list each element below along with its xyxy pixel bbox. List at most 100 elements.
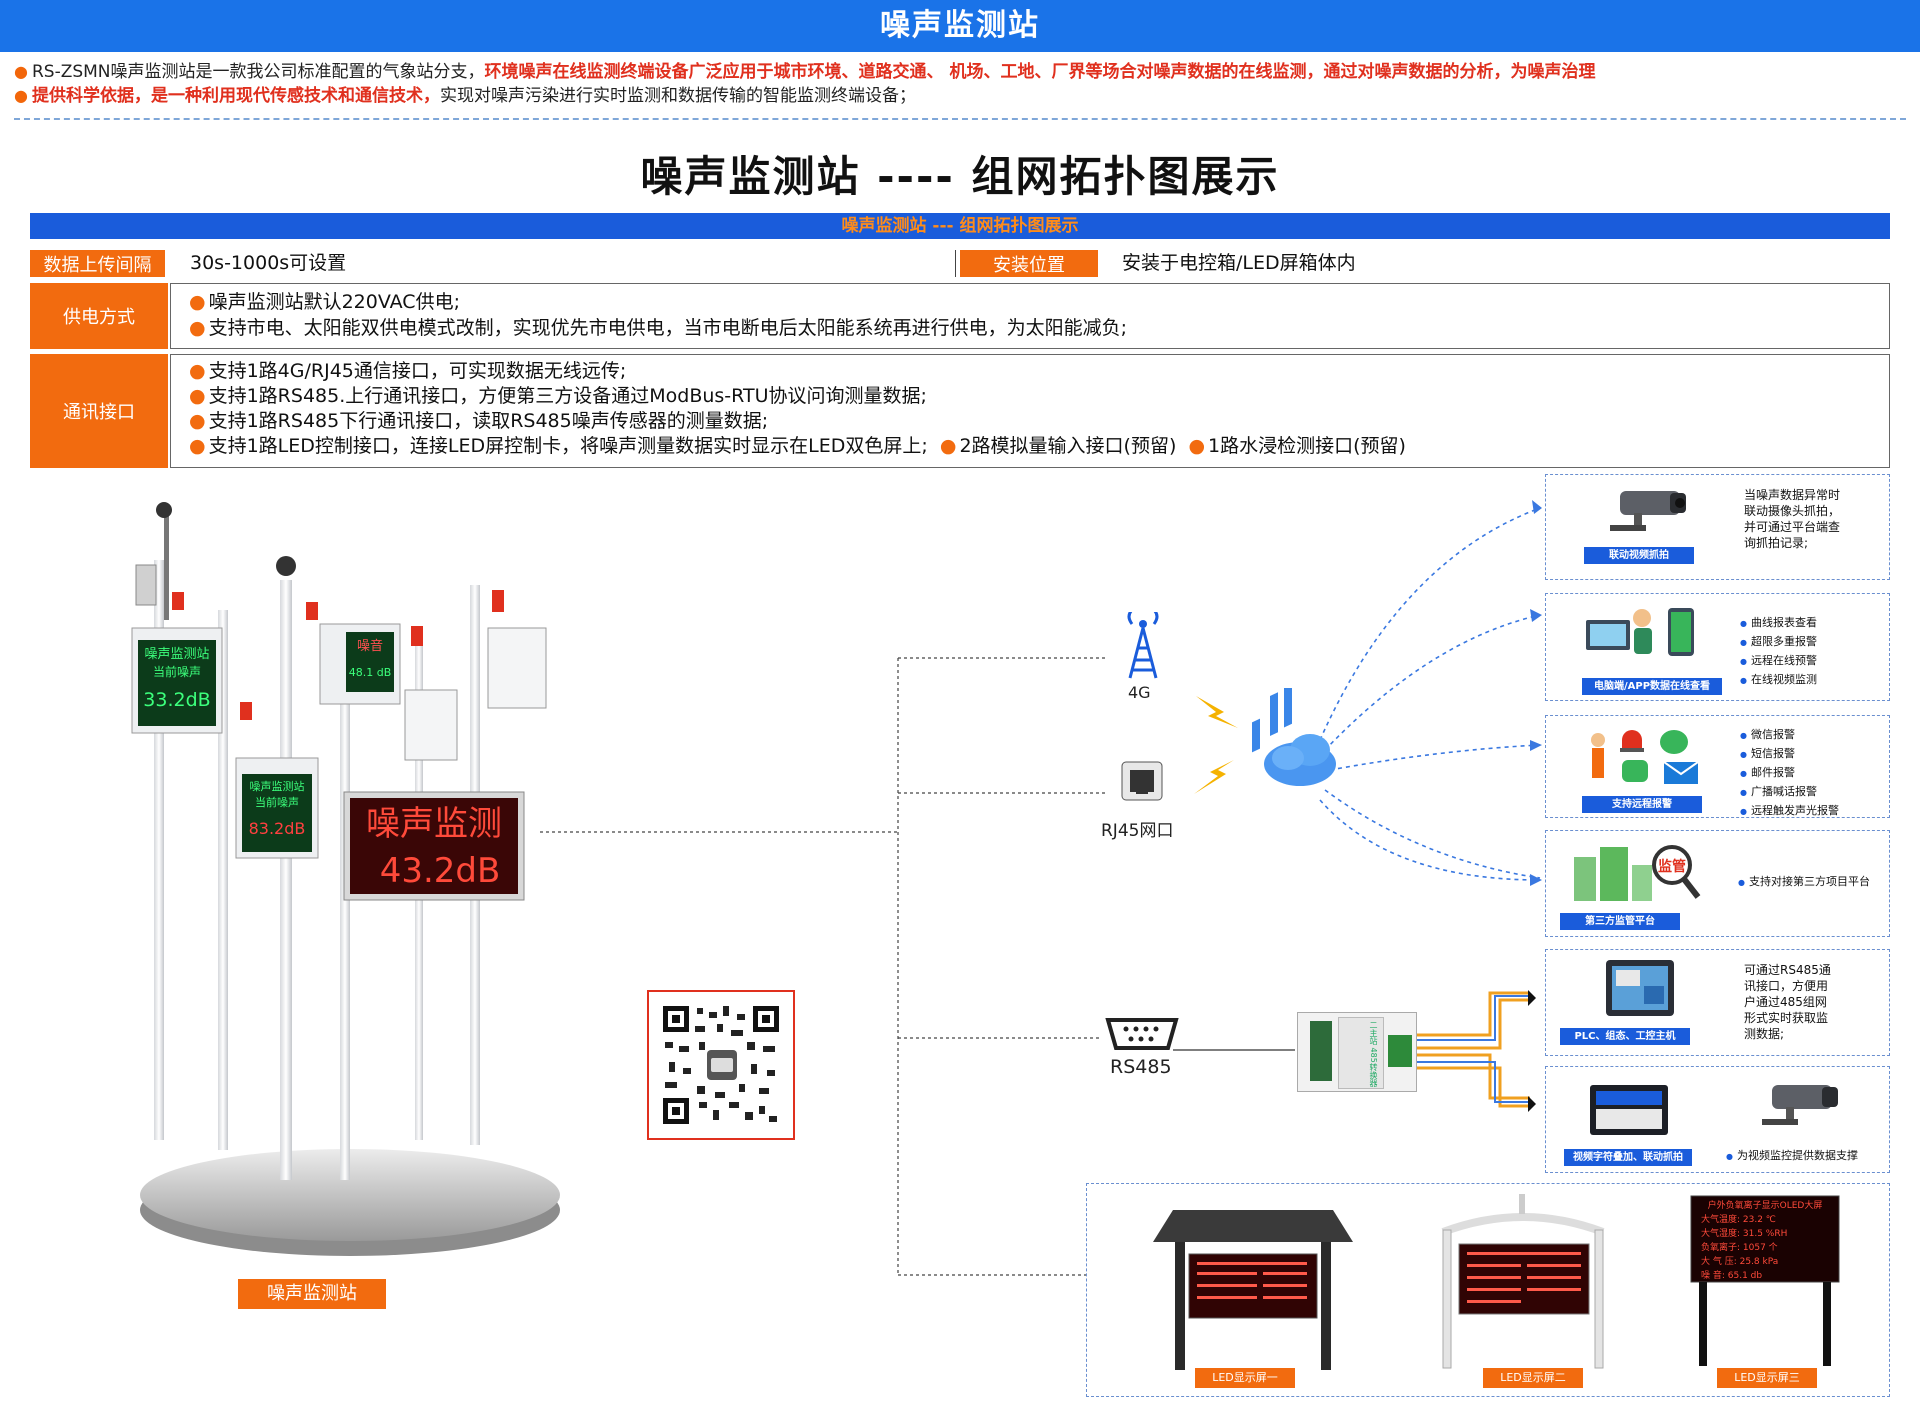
- card-list: 微信报警短信报警邮件报警广播喊话报警远程触发声光报警: [1740, 726, 1839, 821]
- rj45-port-icon: [1121, 761, 1163, 801]
- card-remote-alarm: 支持远程报警 微信报警短信报警邮件报警广播喊话报警远程触发声光报警: [1545, 715, 1890, 818]
- qr-code-icon: [659, 1002, 783, 1128]
- platform: [140, 1149, 560, 1241]
- converter-terminal: [1388, 1035, 1412, 1067]
- install-location-label: 安装位置: [960, 250, 1098, 277]
- intro-highlight: 环境噪声在线监测终端设备广泛应用于城市环境、道路交通、 机场、工地、厂界等场合对…: [484, 62, 1596, 82]
- screen3-line1: 噪音: [357, 638, 383, 654]
- section-bar-title: 噪声监测站 --- 组网拓扑图展示: [841, 216, 1079, 236]
- pole: [340, 650, 350, 1180]
- converter-label: 二主站 485转换器: [1369, 1021, 1378, 1087]
- comm-line-2: ●支持1路RS485.上行通讯接口，方便第三方设备通过ModBus-RTU协议问…: [189, 385, 927, 407]
- card-third-party: 监管 第三方监管平台 支持对接第三方项目平台: [1545, 830, 1890, 937]
- screen1-line2: 当前噪声: [153, 664, 201, 679]
- sensor-cap: [156, 502, 172, 518]
- antenna: [164, 510, 169, 620]
- intro-line-2: ●提供科学依据，是一种利用现代传感技术和通信技术，实现对噪声污染进行实时监测和数…: [14, 84, 1914, 108]
- comm-line-3: ●支持1路RS485下行通讯接口，读取RS485噪声传感器的测量数据;: [189, 410, 769, 432]
- rj45-label: RJ45网口: [1101, 821, 1174, 841]
- page-header: 噪声监测站: [0, 0, 1920, 52]
- screen3-value: 48.1 dB: [349, 666, 392, 679]
- bullet-icon: ●: [189, 435, 206, 457]
- station-caption: 噪声监测站: [238, 1279, 386, 1309]
- card-plc: PLC、组态、工控主机 可通过RS485通讯接口，方便用户通过485组网形式实时…: [1545, 949, 1890, 1056]
- badge-text: 监管: [1658, 858, 1686, 875]
- 4g-tower-icon: [1127, 612, 1159, 679]
- screen1-value: 33.2dB: [143, 689, 210, 711]
- industrial-pc-icon: [1606, 960, 1674, 1016]
- upload-interval-value: 30s-1000s可设置: [190, 252, 347, 274]
- power-line-1: ●噪声监测站默认220VAC供电;: [189, 291, 460, 313]
- intro-line-1: ●RS-ZSMN噪声监测站是一款我公司标准配置的气象站分支，环境噪声在线监测终端…: [14, 60, 1914, 84]
- qr-code-frame: [647, 990, 795, 1140]
- led-display-two-icon: [1441, 1194, 1605, 1369]
- led3-row: 大气湿度: 31.5 %RH: [1701, 1227, 1787, 1239]
- led3-row: 负氧离子: 1057 个: [1701, 1241, 1778, 1253]
- supervision-platform-icon: 监管: [1574, 845, 1701, 901]
- card-online-view: 电脑端/APP数据在线查看 曲线报表查看超限多重报警远程在线预警在线视频监测: [1545, 593, 1890, 701]
- rs485-label: RS485: [1110, 1056, 1172, 1078]
- overlay-device-icon: [1590, 1085, 1668, 1135]
- led3-row: 大气温度: 23.2 ℃: [1701, 1213, 1776, 1225]
- led3-row: 噪 音: 65.1 db: [1701, 1269, 1762, 1281]
- cloud-icon: [1252, 688, 1336, 786]
- comm-box: ●支持1路4G/RJ45通信接口，可实现数据无线远传; ●支持1路RS485.上…: [170, 354, 1890, 468]
- bullet-icon: ●: [14, 86, 28, 105]
- card-list: 为视频监控提供数据支撑: [1726, 1147, 1858, 1166]
- card-video-capture: 联动视频抓拍 当噪声数据异常时联动摄像头抓拍，并可通过平台端查询抓拍记录;: [1545, 474, 1890, 580]
- alarm-light: [240, 702, 252, 720]
- card-caption: 支持远程报警: [1582, 796, 1702, 813]
- 4g-label: 4G: [1128, 683, 1151, 702]
- display-screen: [242, 774, 312, 852]
- card-text: 当噪声数据异常时联动摄像头抓拍，并可通过平台端查询抓拍记录;: [1744, 488, 1841, 550]
- converter-port: [1310, 1021, 1332, 1081]
- led3-title: 户外负氧离子显示OLED大屏: [1708, 1199, 1823, 1211]
- rs485-converter: 二主站 485转换器: [1297, 1012, 1417, 1092]
- main-title: 噪声监测站 ---- 组网拓扑图展示: [640, 152, 1280, 201]
- user-devices-icon: [1586, 608, 1694, 656]
- led-display-three-icon: 户外负氧离子显示OLED大屏 大气温度: 23.2 ℃ 大气湿度: 31.5 %…: [1690, 1195, 1840, 1366]
- card-text: 可通过RS485通讯接口，方便用户通过485组网形式实时获取监测数据;: [1744, 963, 1831, 1041]
- bullet-icon: ●: [189, 360, 206, 382]
- power-line-2: ●支持市电、太阳能双供电模式改制，实现优先市电供电，当市电断电后太阳能系统再进行…: [189, 317, 1127, 339]
- pole: [154, 560, 164, 1140]
- led-caption: LED显示屏一: [1195, 1368, 1295, 1388]
- intro-highlight: 提供科学依据，是一种利用现代传感技术和通信技术，: [31, 86, 440, 106]
- bullet-icon: ●: [1188, 435, 1206, 457]
- comm-label: 通讯接口: [30, 354, 168, 468]
- intro-text: RS-ZSMN噪声监测站是一款我公司标准配置的气象站分支，: [31, 62, 485, 82]
- card-video-overlay: 视频字符叠加、联动抓拍 为视频监控提供数据支撑: [1545, 1066, 1890, 1173]
- display-screen: [138, 640, 216, 726]
- alarm-light: [306, 602, 318, 620]
- section-bar: 噪声监测站 --- 组网拓扑图展示: [30, 213, 1890, 239]
- camera-icon: [1610, 491, 1686, 531]
- led3-row: 大 气 压: 25.8 kPa: [1701, 1255, 1778, 1267]
- screen2-line1: 噪声监测站: [250, 779, 305, 793]
- comm-line-1: ●支持1路4G/RJ45通信接口，可实现数据无线远传;: [189, 360, 627, 382]
- bullet-icon: ●: [14, 62, 28, 81]
- power-label: 供电方式: [30, 283, 168, 349]
- pole: [218, 610, 228, 1150]
- noise-station-illustration: 噪声监测站 当前噪声 33.2dB 噪声监测站 当前噪声 83.2dB 噪音 4…: [131, 502, 560, 1256]
- display-screen: [346, 632, 394, 692]
- screen2-value: 83.2dB: [249, 819, 306, 838]
- intro-text: 实现对噪声污染进行实时监测和数据传输的智能监测终端设备；: [439, 86, 916, 106]
- card-caption: 联动视频抓拍: [1584, 547, 1694, 564]
- install-location-value: 安装于电控箱/LED屏箱体内: [1122, 252, 1356, 274]
- card-list: 支持对接第三方项目平台: [1738, 873, 1870, 892]
- bullet-icon: ●: [189, 410, 206, 432]
- card-caption: 视频字符叠加、联动抓拍: [1564, 1149, 1692, 1166]
- power-box: ●噪声监测站默认220VAC供电; ●支持市电、太阳能双供电模式改制，实现优先市…: [170, 283, 1890, 349]
- alarm-channels-icon: [1591, 730, 1699, 784]
- sensor-cap: [276, 556, 296, 576]
- upload-interval-label: 数据上传间隔: [30, 250, 165, 277]
- camera-icon: [1762, 1085, 1838, 1125]
- screen2-line2: 当前噪声: [255, 795, 299, 809]
- lightning-icon: [1194, 696, 1238, 794]
- led-caption: LED显示屏三: [1717, 1368, 1817, 1388]
- divider: [955, 250, 956, 277]
- led-caption: LED显示屏二: [1483, 1368, 1583, 1388]
- card-caption: PLC、组态、工控主机: [1560, 1028, 1690, 1045]
- card-caption: 第三方监管平台: [1560, 913, 1680, 930]
